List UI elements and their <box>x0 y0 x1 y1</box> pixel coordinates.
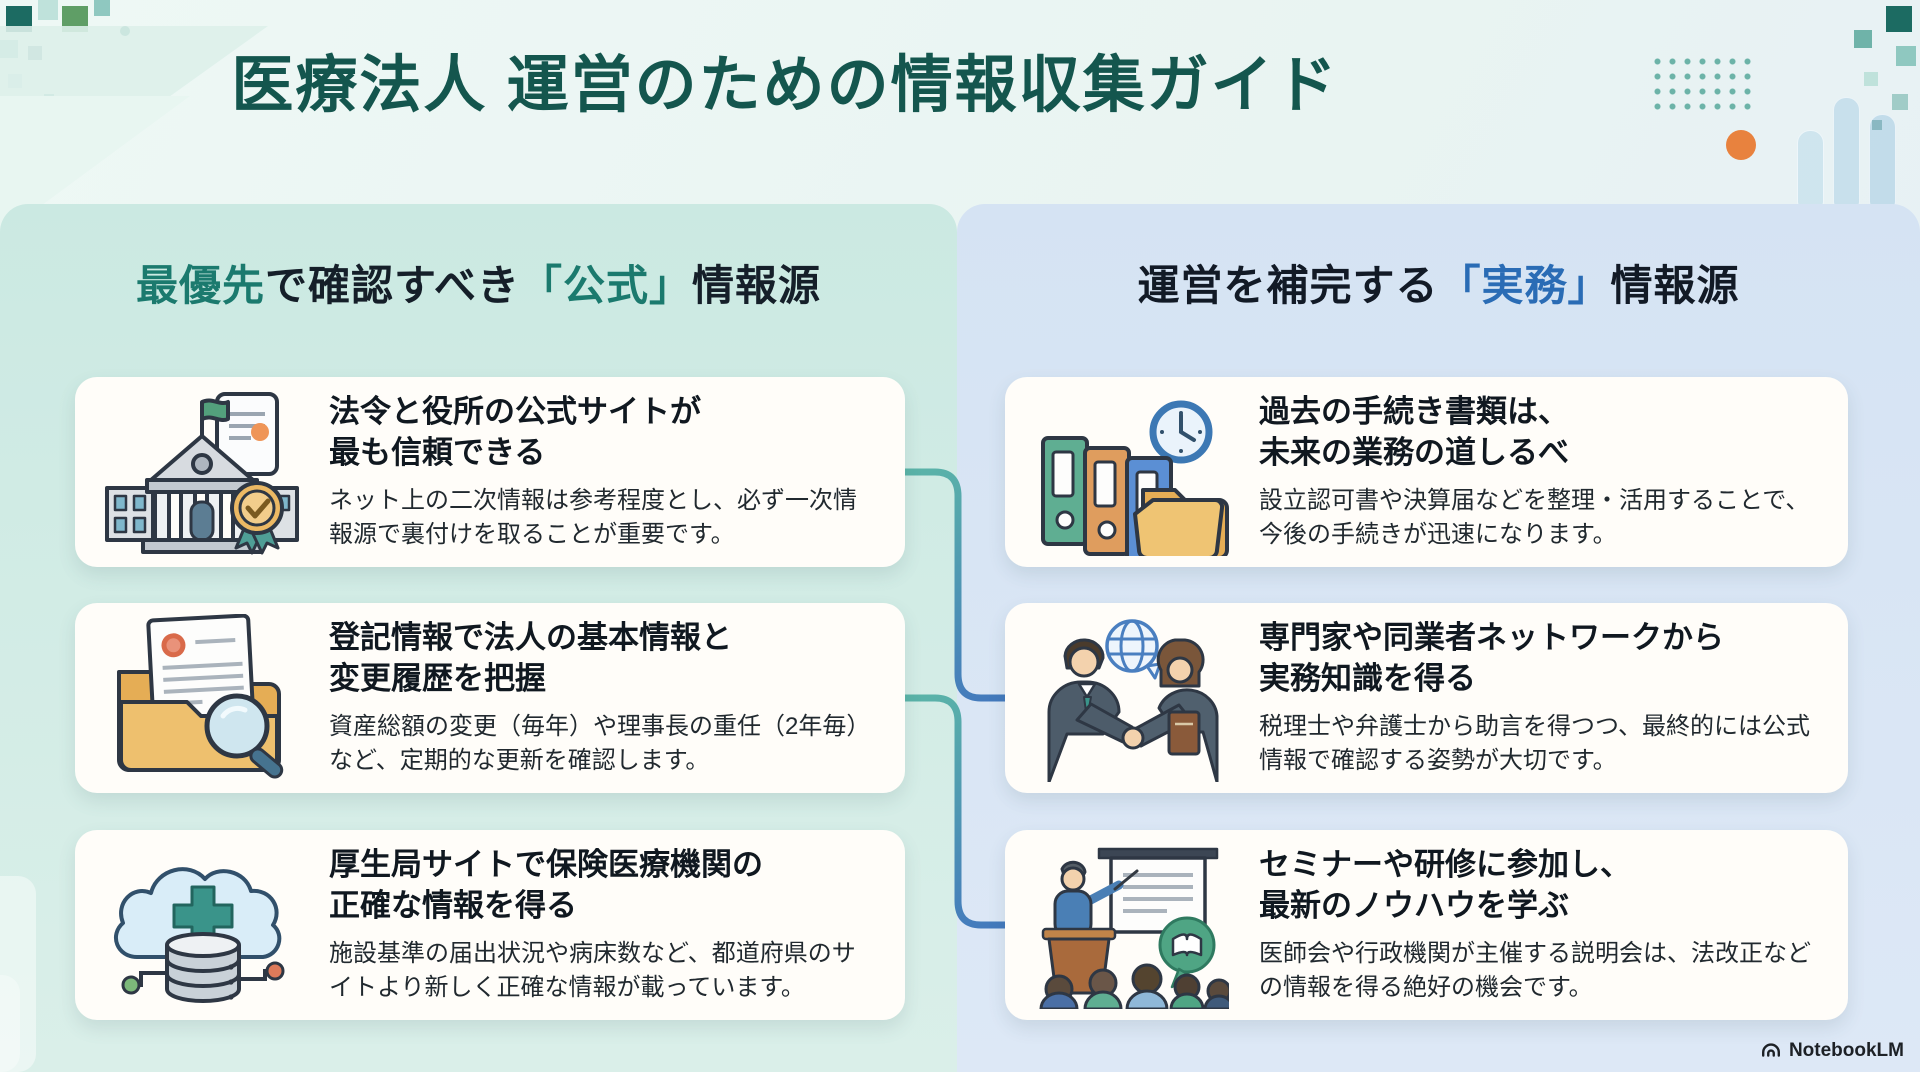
pixel-square <box>1892 94 1908 110</box>
registry-folder-magnifier-icon <box>93 613 305 783</box>
pixel-square <box>94 0 110 16</box>
pixel-square <box>1854 30 1872 48</box>
handshake-globe-icon <box>1023 613 1235 783</box>
pixel-square <box>1886 6 1912 32</box>
card-expert-network: 専門家や同業者ネットワークから 実務知識を得る 税理士や弁護士から助言を得つつ、… <box>1005 603 1848 793</box>
card-body: 施設基準の届出状況や病床数など、都道府県のサイトより新しく正確な情報が載っていま… <box>329 939 856 1001</box>
heading-accent: 「実務」 <box>1438 262 1611 309</box>
card-health-bureau: 厚生局サイトで保険医療機関の 正確な情報を得る 施設基準の届出状況や病床数など、… <box>75 830 905 1020</box>
card-official-websites: 法令と役所の公式サイトが 最も信頼できる ネット上の二次情報は参考程度とし、必ず… <box>75 377 905 567</box>
card-title: 法令と役所の公式サイトが 最も信頼できる <box>329 394 701 470</box>
left-section-heading: 最優先で確認すべき「公式」情報源 <box>0 252 957 313</box>
card-registry-info: 登記情報で法人の基本情報と 変更履歴を把握 資産総額の変更（毎年）や理事長の重任… <box>75 603 905 793</box>
card-title: 厚生局サイトで保険医療機関の 正確な情報を得る <box>329 847 763 923</box>
card-title: セミナーや研修に参加し、 最新のノウハウを学ぶ <box>1259 847 1631 923</box>
page-title: 医療法人 運営のための情報収集ガイド <box>231 51 1339 120</box>
heading-text: 運営を補完する <box>1137 262 1439 309</box>
glass-bar <box>1833 97 1860 208</box>
heading-text: で確認すべき <box>264 262 521 309</box>
connector-lines <box>901 468 1009 929</box>
dot-grid <box>1650 54 1754 116</box>
cloud-database-icon <box>93 840 305 1010</box>
notebooklm-brand: NotebookLM <box>1760 1040 1904 1062</box>
card-title: 登記情報で法人の基本情報と 変更履歴を把握 <box>329 620 732 696</box>
card-past-documents: 過去の手続き書類は、 未来の業務の道しるべ 設立認可書や決算届などを整理・活用す… <box>1005 377 1848 567</box>
notebooklm-logo-icon <box>1761 1043 1780 1057</box>
glass-bar <box>1797 130 1824 208</box>
heading-accent: 最優先 <box>135 262 265 309</box>
corner-bar <box>0 876 36 1072</box>
card-title: 過去の手続き書類は、 未来の業務の道しるべ <box>1259 394 1569 470</box>
corner-bar <box>0 975 20 1072</box>
heading-text: 情報源 <box>692 262 822 309</box>
glass-bar <box>1869 114 1896 208</box>
card-seminars: セミナーや研修に参加し、 最新のノウハウを学ぶ 医師会や行政機関が主催する説明会… <box>1005 830 1848 1020</box>
pixel-square <box>1864 72 1878 86</box>
card-body: 税理士や弁護士から助言を得つつ、最終的には公式情報で確認する姿勢が大切です。 <box>1259 712 1811 774</box>
heading-accent: 「公式」 <box>520 262 693 309</box>
orange-dot <box>1726 130 1756 160</box>
card-body: 設立認可書や決算届などを整理・活用することで、今後の手続きが迅速になります。 <box>1259 486 1810 548</box>
binders-clock-icon <box>1023 387 1235 557</box>
card-body: ネット上の二次情報は参考程度とし、必ず一次情報源で裏付けを取ることが重要です。 <box>329 486 857 548</box>
seminar-podium-icon <box>1023 840 1235 1010</box>
pixel-square <box>38 0 58 20</box>
card-title: 専門家や同業者ネットワークから 実務知識を得る <box>1259 620 1724 696</box>
card-body: 資産総額の変更（毎年）や理事長の重任（2年毎）など、定期的な更新を確認します。 <box>329 712 871 774</box>
heading-text: 情報源 <box>1610 262 1740 309</box>
pixel-square <box>1896 46 1916 66</box>
brand-label: NotebookLM <box>1788 1040 1904 1061</box>
card-body: 医師会や行政機関が主催する説明会は、法改正などの情報を得る絶好の機会です。 <box>1259 939 1811 1001</box>
right-section-heading: 運営を補完する「実務」情報源 <box>957 252 1920 313</box>
government-building-icon <box>93 387 305 557</box>
